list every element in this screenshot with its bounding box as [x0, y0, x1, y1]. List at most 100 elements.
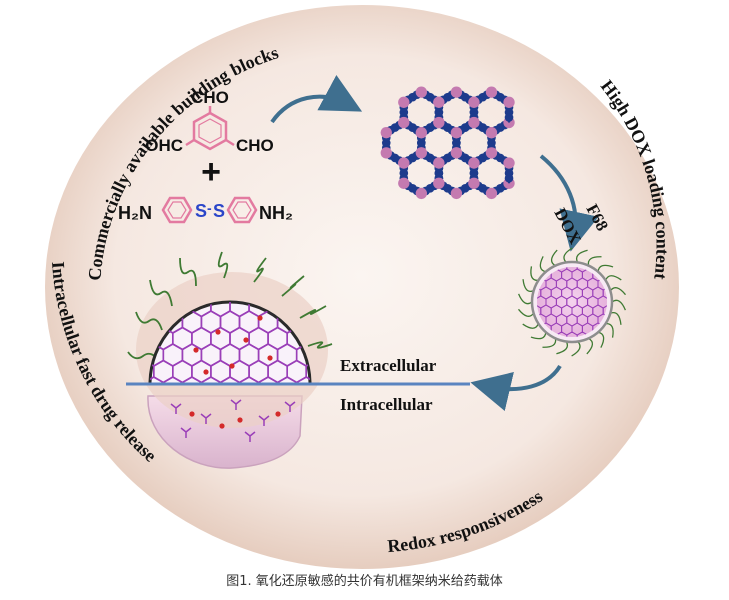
lattice-atom-pink — [415, 86, 428, 98]
polymer-chain — [575, 249, 588, 263]
dome-mesh-cell — [229, 302, 250, 318]
polymer-chain — [522, 279, 534, 292]
lattice-atom-pink — [485, 127, 498, 139]
cho-right-label: CHO — [236, 136, 274, 155]
trialdehyde-molecule: CHO OHC CHO — [145, 88, 274, 155]
drug-dot — [229, 363, 235, 369]
lattice-atom-pink — [433, 157, 445, 169]
drug-dot — [257, 315, 263, 321]
released-linker — [180, 427, 192, 438]
lattice-atom-pink — [433, 96, 445, 108]
disulfide-bond-label: - — [207, 200, 212, 216]
cof-framework-lattice — [380, 86, 515, 200]
polymer-chain — [586, 337, 594, 355]
drug-dot — [243, 337, 249, 343]
drug-dot — [267, 355, 273, 361]
polymer-chain — [609, 287, 627, 296]
polymer-chain — [550, 249, 558, 267]
released-linker — [258, 415, 270, 426]
polymer-chain — [597, 264, 614, 272]
cho-top-label: CHO — [191, 88, 229, 107]
polymer-chain — [605, 275, 622, 281]
lattice-atom-pink — [450, 86, 463, 98]
cell-polymer-chain — [281, 275, 305, 297]
polymer-chain — [542, 338, 557, 348]
polymer-chain — [598, 331, 605, 348]
released-linker — [170, 403, 182, 414]
lattice-atom-pink — [415, 187, 428, 200]
sulfur-2-label: S — [213, 201, 225, 221]
lattice-atom-pink — [503, 157, 515, 169]
lattice-atom-pink — [468, 96, 480, 108]
plus-sign: + — [201, 153, 221, 191]
polymer-chain — [563, 247, 573, 263]
disulfide-diamine-molecule: H₂N S - S NH₂ — [118, 196, 293, 224]
lattice-atom-pink — [433, 177, 445, 189]
lattice-atom-pink — [380, 127, 392, 139]
lattice-atom-pink — [468, 177, 480, 189]
polymer-chain — [587, 256, 602, 266]
polymer-chain — [539, 256, 546, 273]
polymer-chain — [530, 332, 547, 340]
lattice-atom-pink — [485, 86, 498, 98]
released-drug-dot — [237, 417, 243, 423]
lattice-atom-pink — [433, 116, 445, 129]
cell-polymer-chain — [179, 257, 197, 287]
mesh-cell — [602, 304, 607, 318]
amine-left-label: H₂N — [118, 203, 152, 223]
lattice-atom-pink — [398, 96, 410, 108]
lattice-atom-pink — [398, 116, 410, 129]
lattice-atom-pink — [485, 147, 498, 159]
synthesis-arrow — [270, 75, 363, 124]
released-linker — [200, 413, 212, 424]
loading-arrow — [539, 154, 599, 252]
lattice-atom-pink — [450, 147, 463, 159]
lattice-atom-pink — [503, 96, 515, 108]
sulfur-1-label: S — [195, 201, 207, 221]
lattice-atom-blue — [504, 173, 514, 183]
polymer-chain — [522, 323, 539, 329]
lattice-atom-pink — [415, 147, 428, 159]
lattice-atom-pink — [380, 147, 392, 159]
lattice-atom-pink — [485, 187, 498, 200]
extracellular-label: Extracellular — [340, 356, 437, 375]
polymer-chain — [611, 299, 626, 311]
polymer-chain — [571, 341, 581, 357]
intracellular-label: Intracellular — [340, 395, 433, 414]
cell-polymer-chain — [253, 257, 267, 283]
released-drug-molecules — [170, 399, 296, 442]
f68-polymer-corona — [517, 247, 627, 357]
released-drug-dot — [275, 411, 281, 417]
dome-mesh-cell — [191, 302, 212, 318]
cell-polymer-chain — [307, 341, 333, 349]
polymer-chain — [610, 312, 622, 325]
polymer-chain — [518, 293, 533, 305]
cell-polymer-chain — [135, 311, 163, 331]
lattice-atom-pink — [468, 116, 480, 129]
cell-polymer-chain — [299, 305, 327, 319]
dome-mesh-cell — [210, 302, 231, 318]
cell-polymer-chain — [217, 251, 229, 279]
drug-dot — [203, 369, 209, 375]
uptake-arrow — [470, 364, 562, 411]
released-drug-dot — [219, 423, 225, 429]
polymer-chain — [517, 308, 535, 317]
polymer-chain — [605, 322, 614, 338]
mesh-cell — [602, 286, 607, 300]
released-linker — [230, 399, 242, 410]
released-drug-dot — [189, 411, 195, 417]
lattice-atom-pink — [398, 177, 410, 189]
polymer-chain — [556, 341, 569, 355]
lattice-atom-pink — [398, 157, 410, 169]
released-linker — [244, 431, 256, 442]
cell-polymer-chain — [149, 279, 173, 307]
cell-uptake-scene: Extracellular Intracellular — [126, 251, 470, 469]
polymer-chain — [530, 266, 539, 282]
lattice-atom-pink — [450, 187, 463, 200]
dome-drug-molecules — [193, 315, 273, 375]
lattice-atom-pink — [468, 157, 480, 169]
lattice-atom-pink — [450, 127, 463, 139]
ohc-left-label: OHC — [145, 136, 183, 155]
drug-dot — [215, 329, 221, 335]
